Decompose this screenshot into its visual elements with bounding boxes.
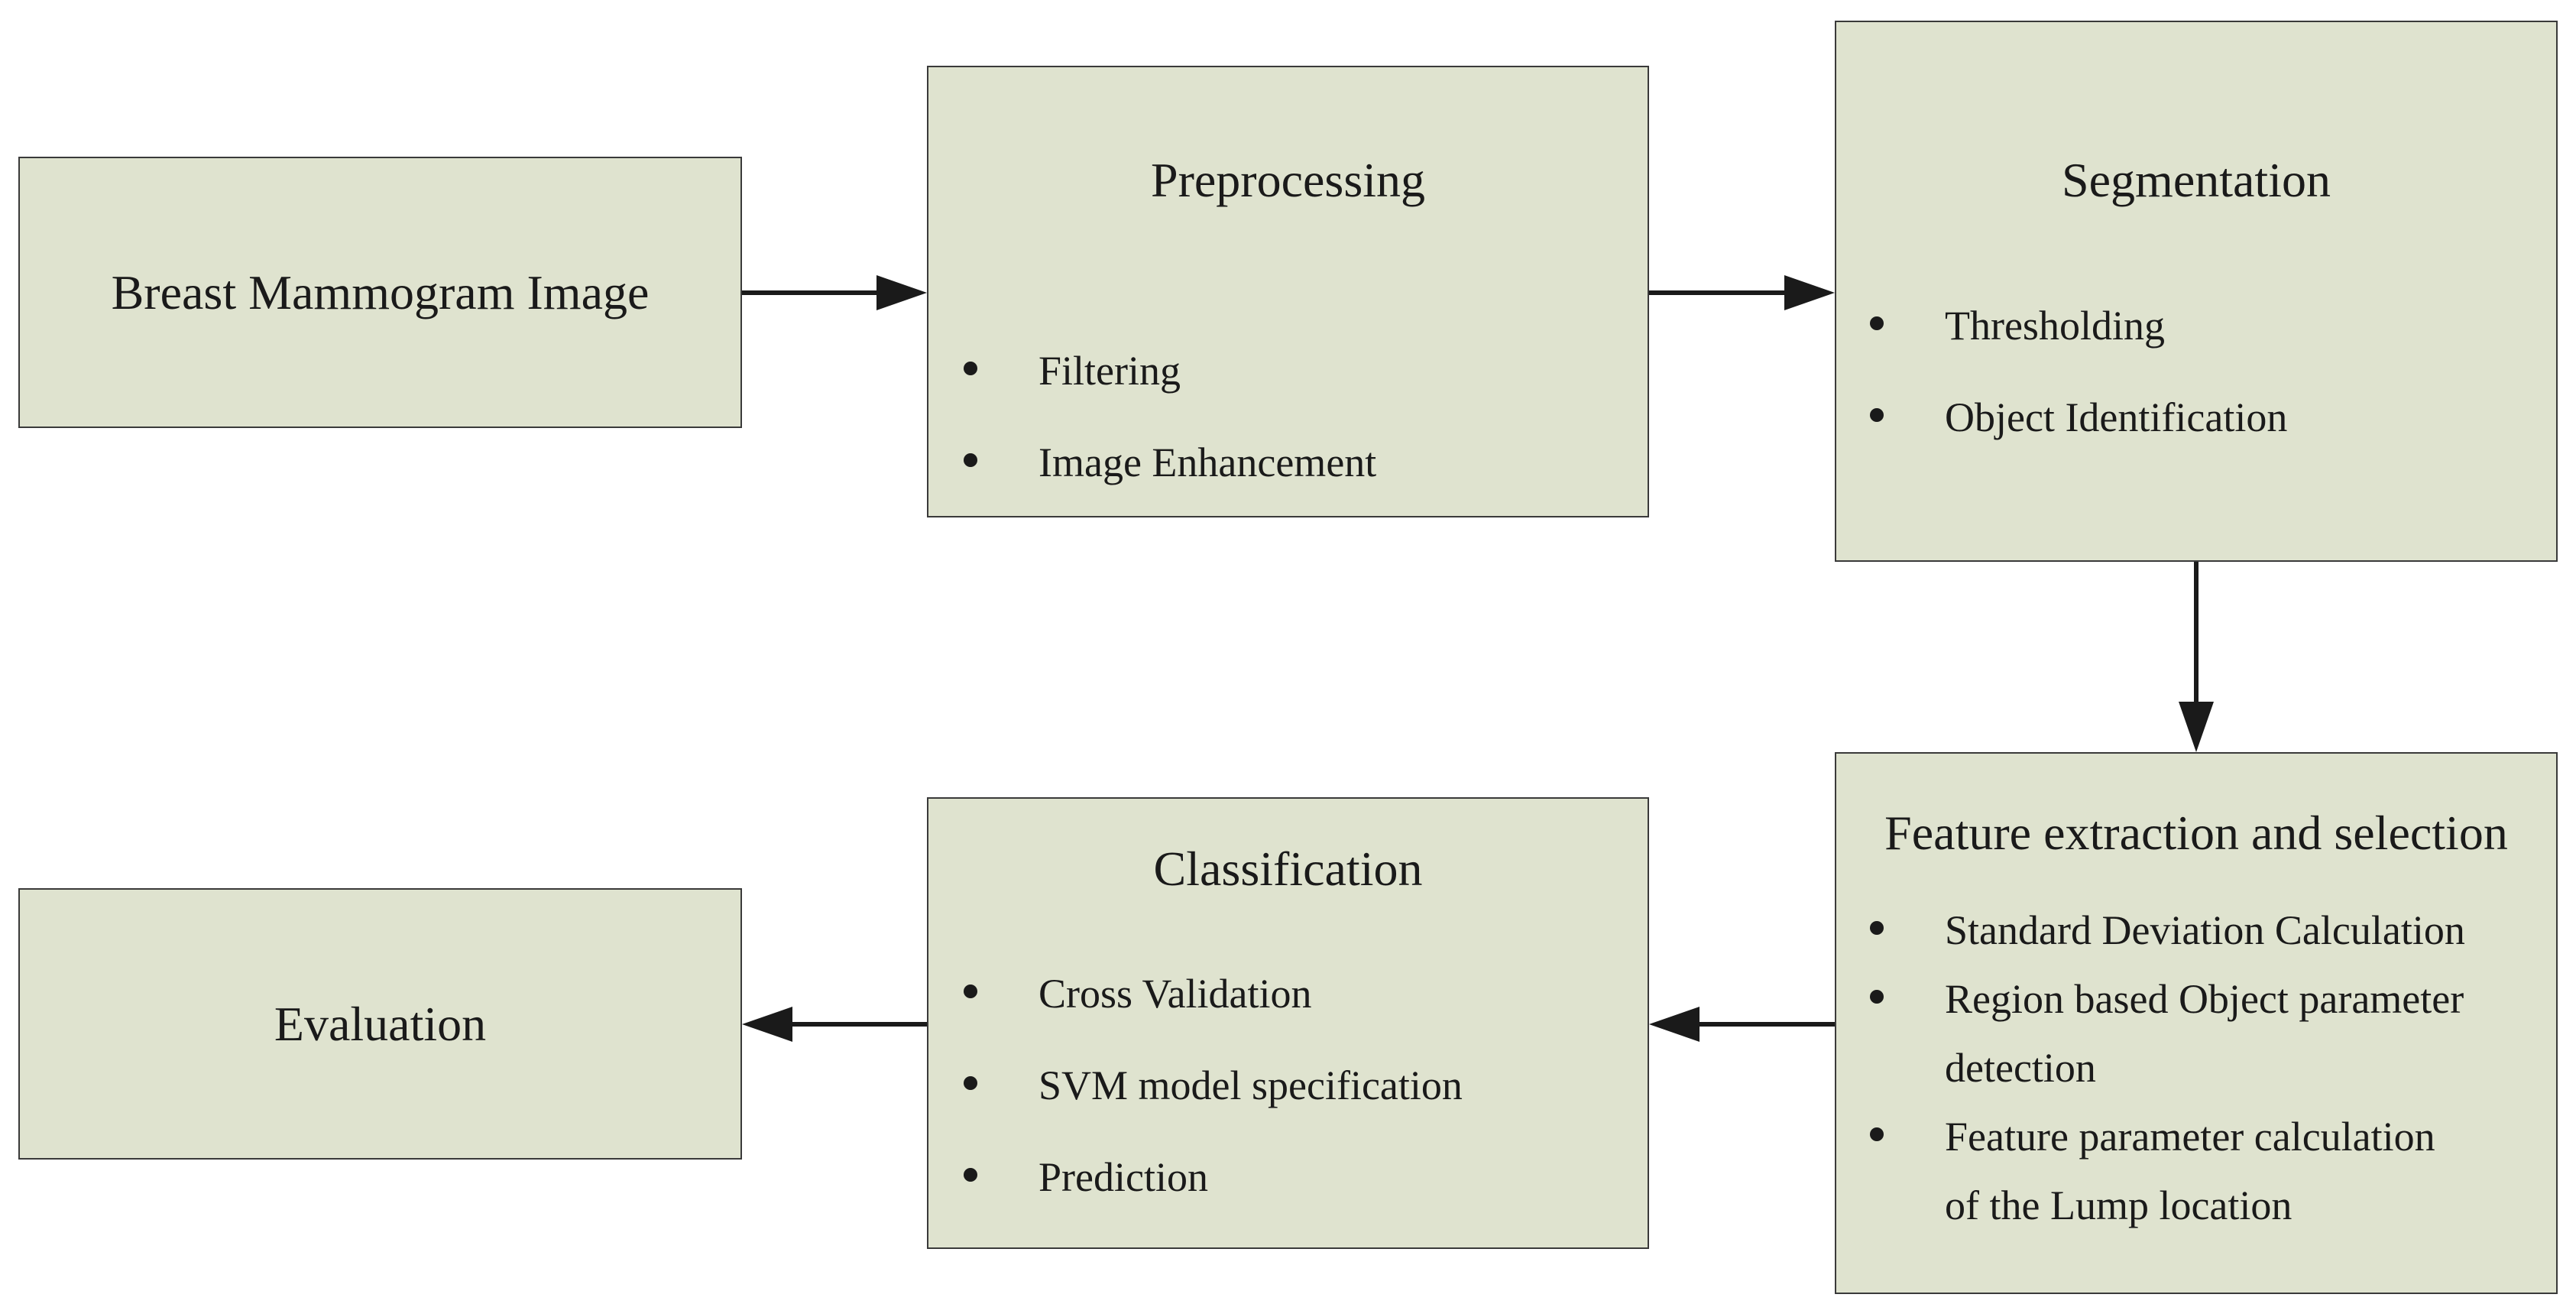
list-item: Cross Validation — [948, 959, 1463, 1028]
bullet-icon — [964, 362, 977, 375]
bullet-icon — [1870, 408, 1884, 422]
edge-classification-to-evaluation — [742, 1007, 927, 1042]
list-item: Object Identification — [1855, 383, 2287, 452]
list-item: Prediction — [948, 1143, 1463, 1212]
bullet-list: Cross Validation SVM model specification… — [948, 959, 1463, 1234]
node-title: Segmentation — [2062, 153, 2331, 207]
bullet-list: Filtering Image Enhancement — [948, 336, 1376, 520]
node-label: Breast Mammogram Image — [111, 264, 650, 320]
list-item: Filtering — [948, 336, 1376, 405]
node-breast-mammogram-image: Breast Mammogram Image — [18, 157, 742, 428]
node-title: Feature extraction and selection — [1884, 806, 2508, 860]
bullet-icon — [964, 453, 977, 467]
edge-feature-to-classification — [1649, 1007, 1835, 1042]
bullet-list: Thresholding Object Identification — [1855, 291, 2287, 475]
node-label: Evaluation — [274, 996, 487, 1051]
bullet-icon — [1870, 1127, 1884, 1141]
list-item: SVM model specification — [948, 1051, 1463, 1120]
edge-input-to-preprocessing — [742, 275, 927, 310]
node-title: Preprocessing — [1150, 153, 1426, 207]
bullet-icon — [964, 984, 977, 998]
list-item: Standard Deviation Calculation — [1855, 896, 2465, 965]
list-item: Thresholding — [1855, 291, 2287, 360]
bullet-icon — [964, 1168, 977, 1182]
node-classification: Classification Cross Validation SVM mode… — [927, 797, 1649, 1249]
node-preprocessing: Preprocessing Filtering Image Enhancemen… — [927, 66, 1649, 517]
edge-preprocessing-to-segmentation — [1649, 275, 1835, 310]
node-feature-extraction: Feature extraction and selection Standar… — [1835, 752, 2558, 1294]
node-title: Classification — [1153, 842, 1423, 896]
edge-segmentation-to-feature — [2179, 562, 2214, 752]
bullet-list: Standard Deviation Calculation Region ba… — [1855, 896, 2465, 1240]
bullet-icon — [1870, 921, 1884, 935]
node-segmentation: Segmentation Thresholding Object Identif… — [1835, 21, 2558, 562]
bullet-icon — [1870, 990, 1884, 1004]
list-item: Image Enhancement — [948, 428, 1376, 497]
node-evaluation: Evaluation — [18, 888, 742, 1160]
bullet-icon — [1870, 316, 1884, 330]
bullet-icon — [964, 1076, 977, 1090]
